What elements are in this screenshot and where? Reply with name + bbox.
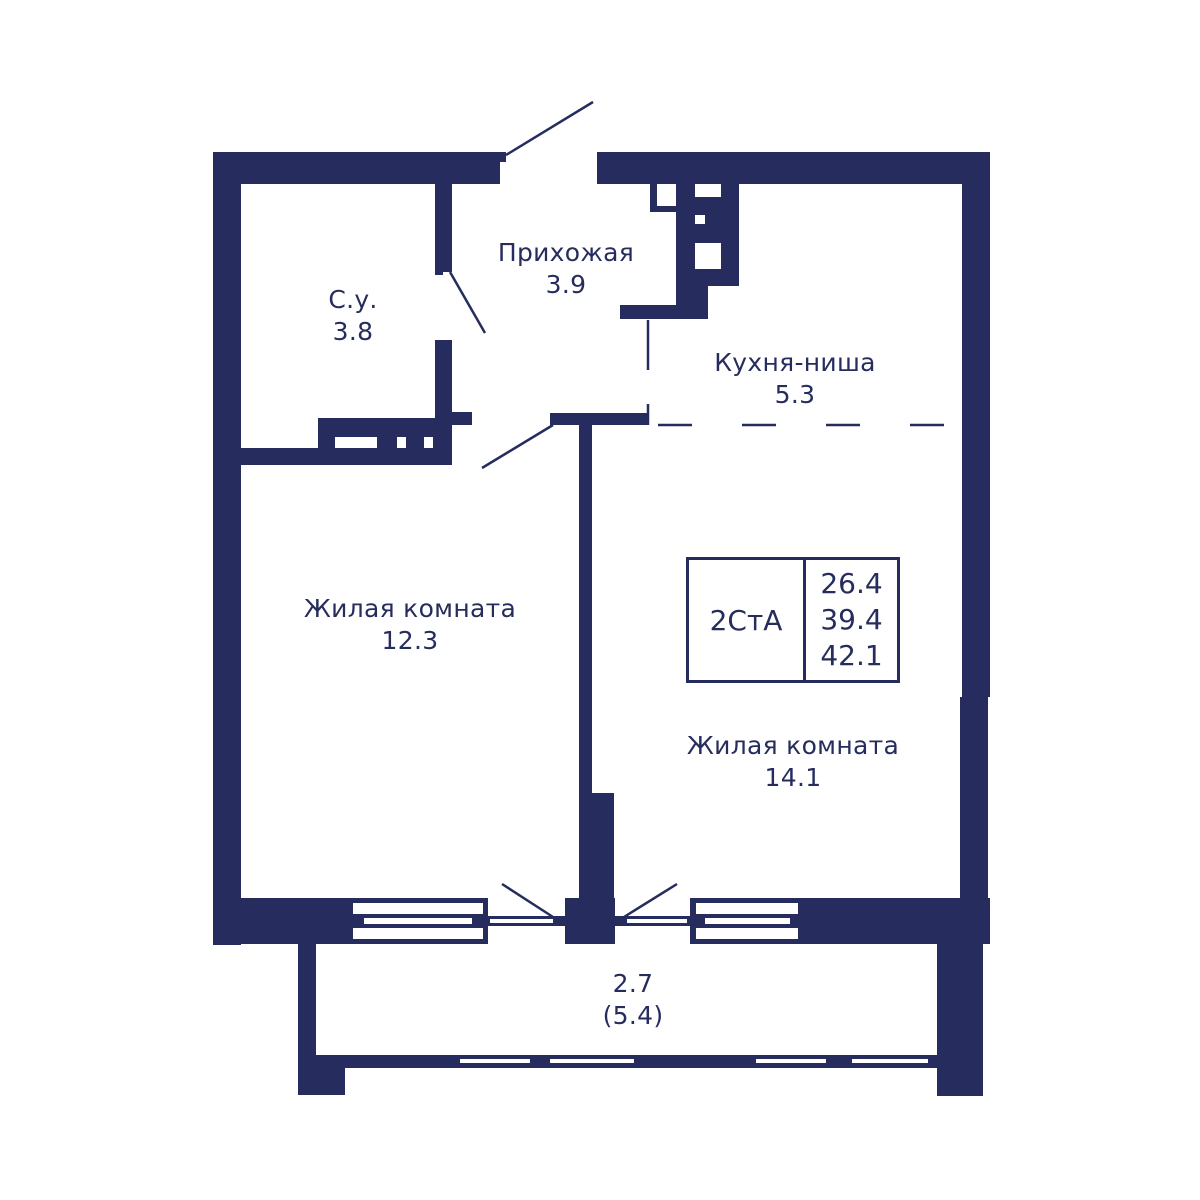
walls: [213, 152, 990, 1096]
room-label-hallway: Прихожая 3.9: [498, 237, 634, 301]
room-area: 3.8: [332, 317, 374, 346]
room-name: Жилая комната: [303, 594, 517, 623]
apartment-type-code: 2СтА: [689, 560, 806, 680]
room-name: Прихожая: [497, 238, 635, 267]
room-label-kitchen-niche: Кухня-ниша 5.3: [714, 347, 876, 411]
room-area: 3.9: [545, 270, 587, 299]
room-label-balcony: 2.7 (5.4): [603, 968, 664, 1032]
room-area: 5.3: [774, 380, 816, 409]
windows: [353, 898, 937, 1068]
room-area: 14.1: [764, 763, 822, 792]
balcony-area: 2.7: [612, 969, 654, 998]
room-name: С.у.: [328, 285, 378, 314]
room-label-living-room-2: Жилая комната 14.1: [687, 730, 899, 794]
room-area: 12.3: [381, 626, 439, 655]
room-label-bathroom: С.у. 3.8: [328, 284, 377, 348]
kitchen-boundary: [646, 320, 962, 427]
living-area-value: 26.4: [820, 567, 883, 600]
door-swings: [448, 100, 678, 919]
apartment-areas: 26.4 39.4 42.1: [806, 560, 897, 680]
room-name: Жилая комната: [686, 731, 900, 760]
total-area-value: 39.4: [820, 603, 883, 636]
apartment-info-badge: 2СтА 26.4 39.4 42.1: [686, 557, 900, 683]
balcony-area-full: (5.4): [602, 1001, 664, 1030]
total-with-balcony-value: 42.1: [820, 639, 883, 672]
room-label-living-room-1: Жилая комната 12.3: [304, 593, 516, 657]
room-name: Кухня-ниша: [714, 348, 876, 377]
